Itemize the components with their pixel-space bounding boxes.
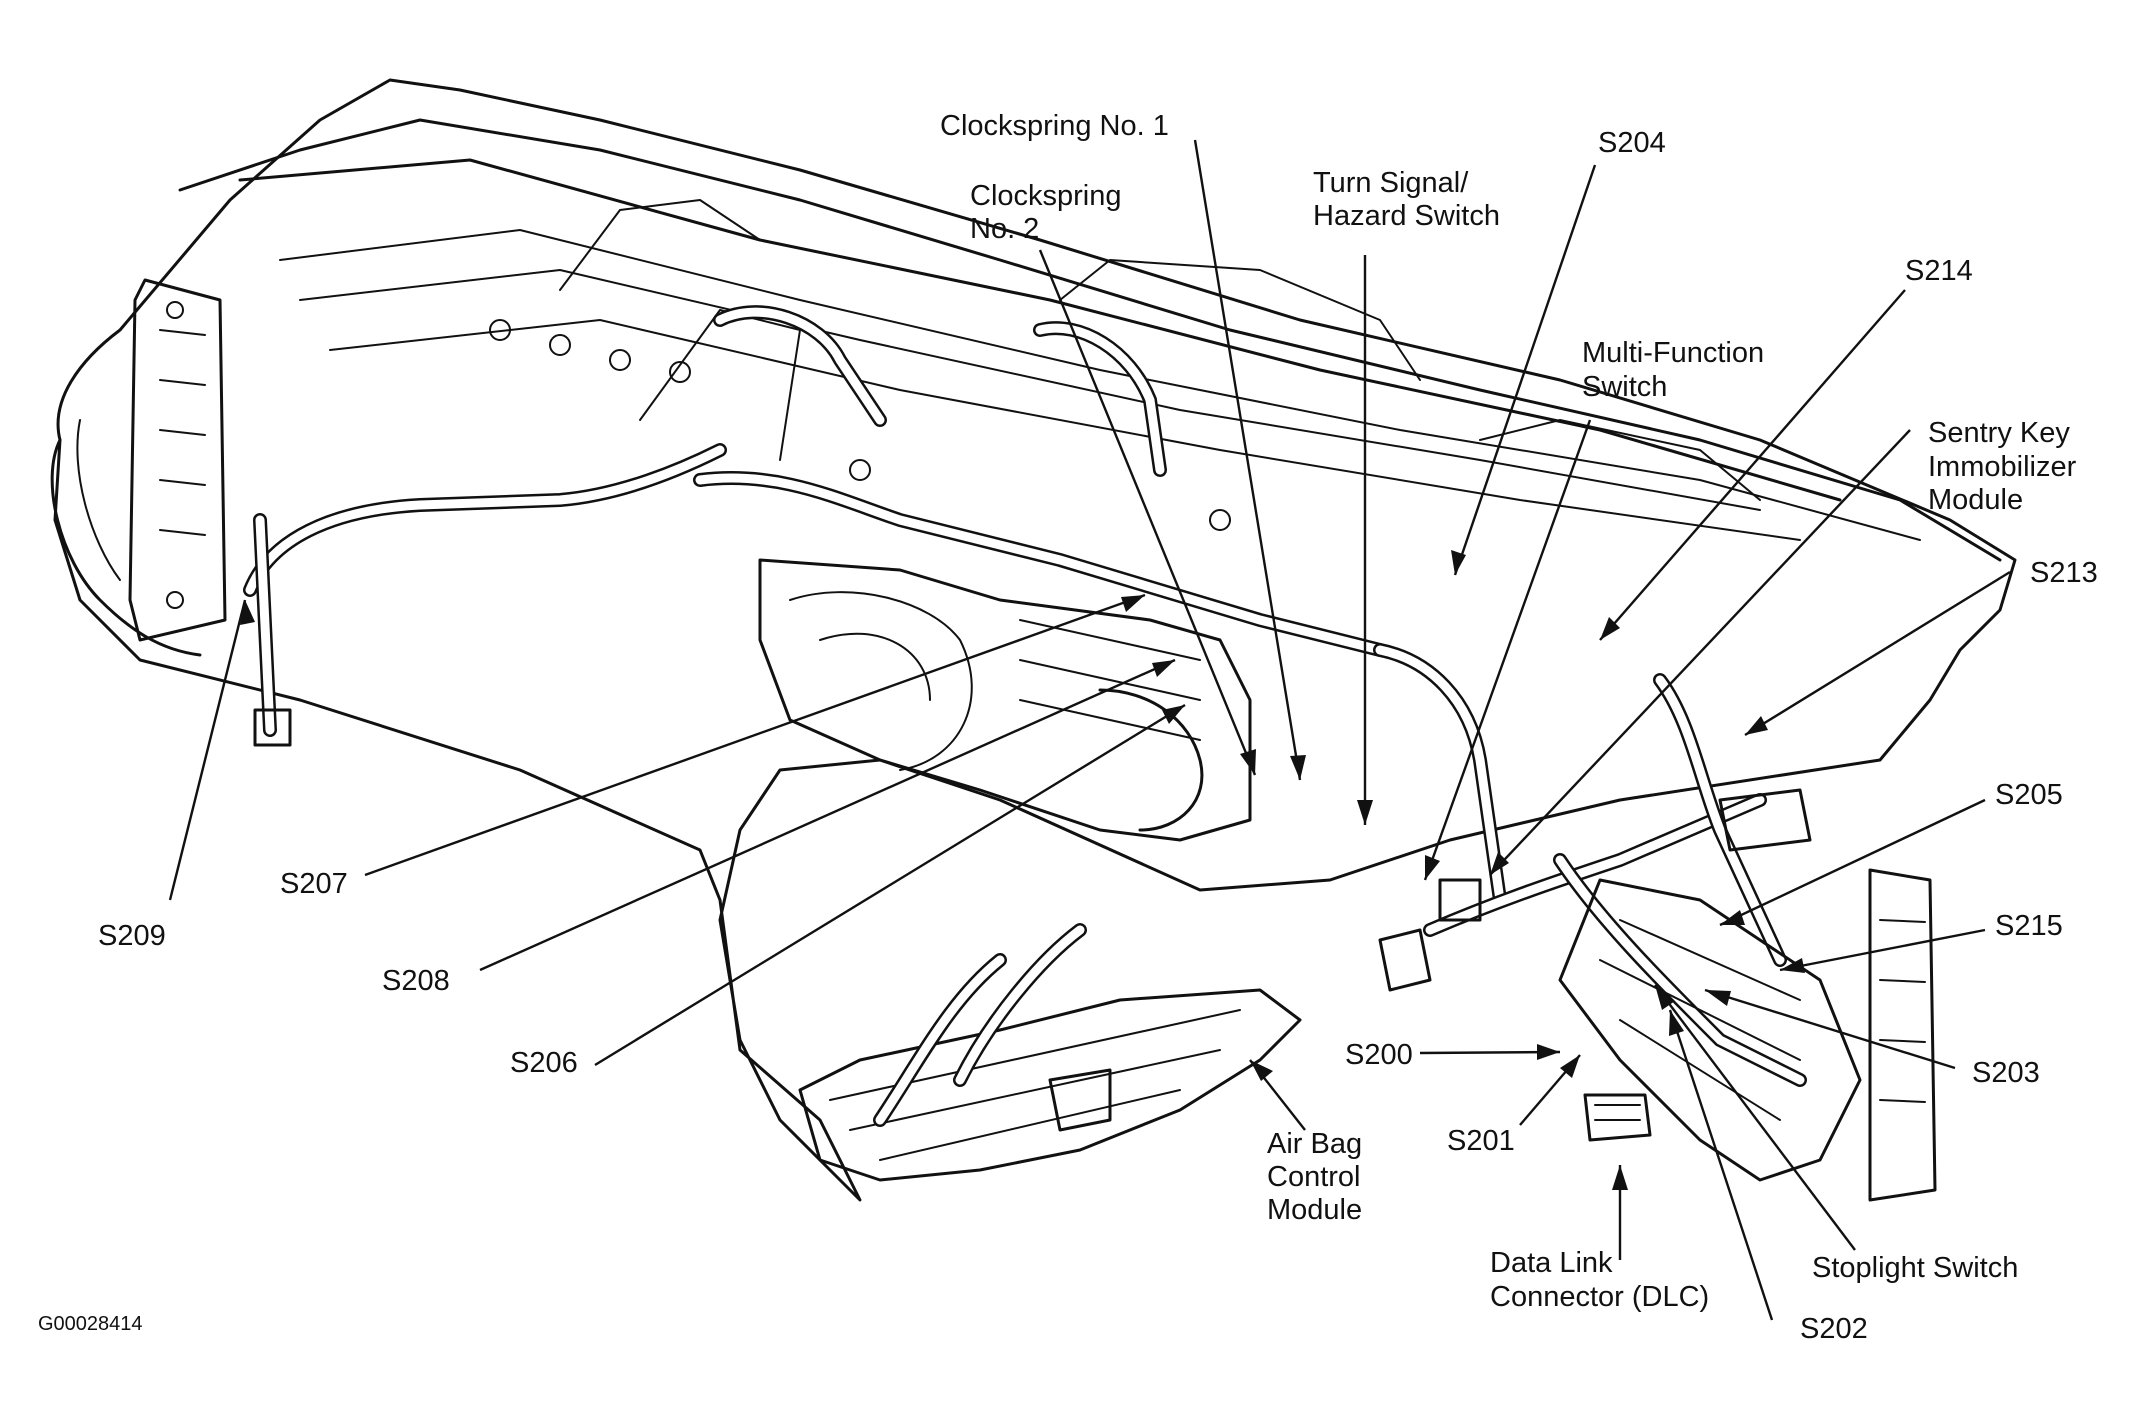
label-sentry-line1: Sentry Key — [1928, 417, 2070, 449]
label-clockspring-1: Clockspring No. 1 — [940, 110, 1169, 142]
label-s215: S215 — [1995, 910, 2063, 942]
label-airbag-line3: Module — [1267, 1194, 1362, 1226]
label-s203: S203 — [1972, 1057, 2040, 1089]
label-sentry-line3: Module — [1928, 484, 2023, 516]
label-stoplight-switch: Stoplight Switch — [1812, 1252, 2018, 1284]
right-bracket — [1868, 868, 1937, 1202]
label-s207: S207 — [280, 868, 348, 900]
label-dlc-line2: Connector (DLC) — [1490, 1281, 1709, 1313]
label-clockspring-2-line2: No. 2 — [970, 213, 1039, 245]
label-clockspring-2-line1: Clockspring — [970, 180, 1122, 212]
instrument-panel-drawing — [50, 78, 2017, 1202]
left-bracket — [128, 278, 227, 642]
label-s201: S201 — [1447, 1125, 1515, 1157]
arrowheads — [240, 550, 1805, 1190]
leader-lines — [168, 139, 2011, 1321]
steering-column-support — [758, 558, 1252, 842]
label-multi-function-line2: Switch — [1582, 371, 1667, 403]
label-s208: S208 — [382, 965, 450, 997]
label-s204: S204 — [1598, 127, 1666, 159]
callout-labels: Clockspring No. 1 Clockspring No. 2 Turn… — [38, 110, 2098, 1345]
figure-id: G00028414 — [38, 1313, 143, 1335]
label-s202: S202 — [1800, 1313, 1868, 1345]
label-s209: S209 — [98, 920, 166, 952]
label-airbag-line2: Control — [1267, 1161, 1361, 1193]
label-s213: S213 — [2030, 557, 2098, 589]
lower-center-structure — [798, 988, 1302, 1182]
label-multi-function-line1: Multi-Function — [1582, 337, 1764, 369]
label-sentry-line2: Immobilizer — [1928, 451, 2077, 483]
label-s205: S205 — [1995, 779, 2063, 811]
label-airbag-line1: Air Bag — [1267, 1128, 1362, 1160]
label-turn-signal-line1: Turn Signal/ — [1313, 167, 1469, 199]
label-s214: S214 — [1905, 255, 1973, 287]
label-dlc-line1: Data Link — [1490, 1247, 1613, 1279]
label-s206: S206 — [510, 1047, 578, 1079]
dash-top — [178, 118, 2002, 562]
label-turn-signal-line2: Hazard Switch — [1313, 200, 1500, 232]
data-link-connector-shape — [1583, 1093, 1652, 1142]
label-s200: S200 — [1345, 1039, 1413, 1071]
